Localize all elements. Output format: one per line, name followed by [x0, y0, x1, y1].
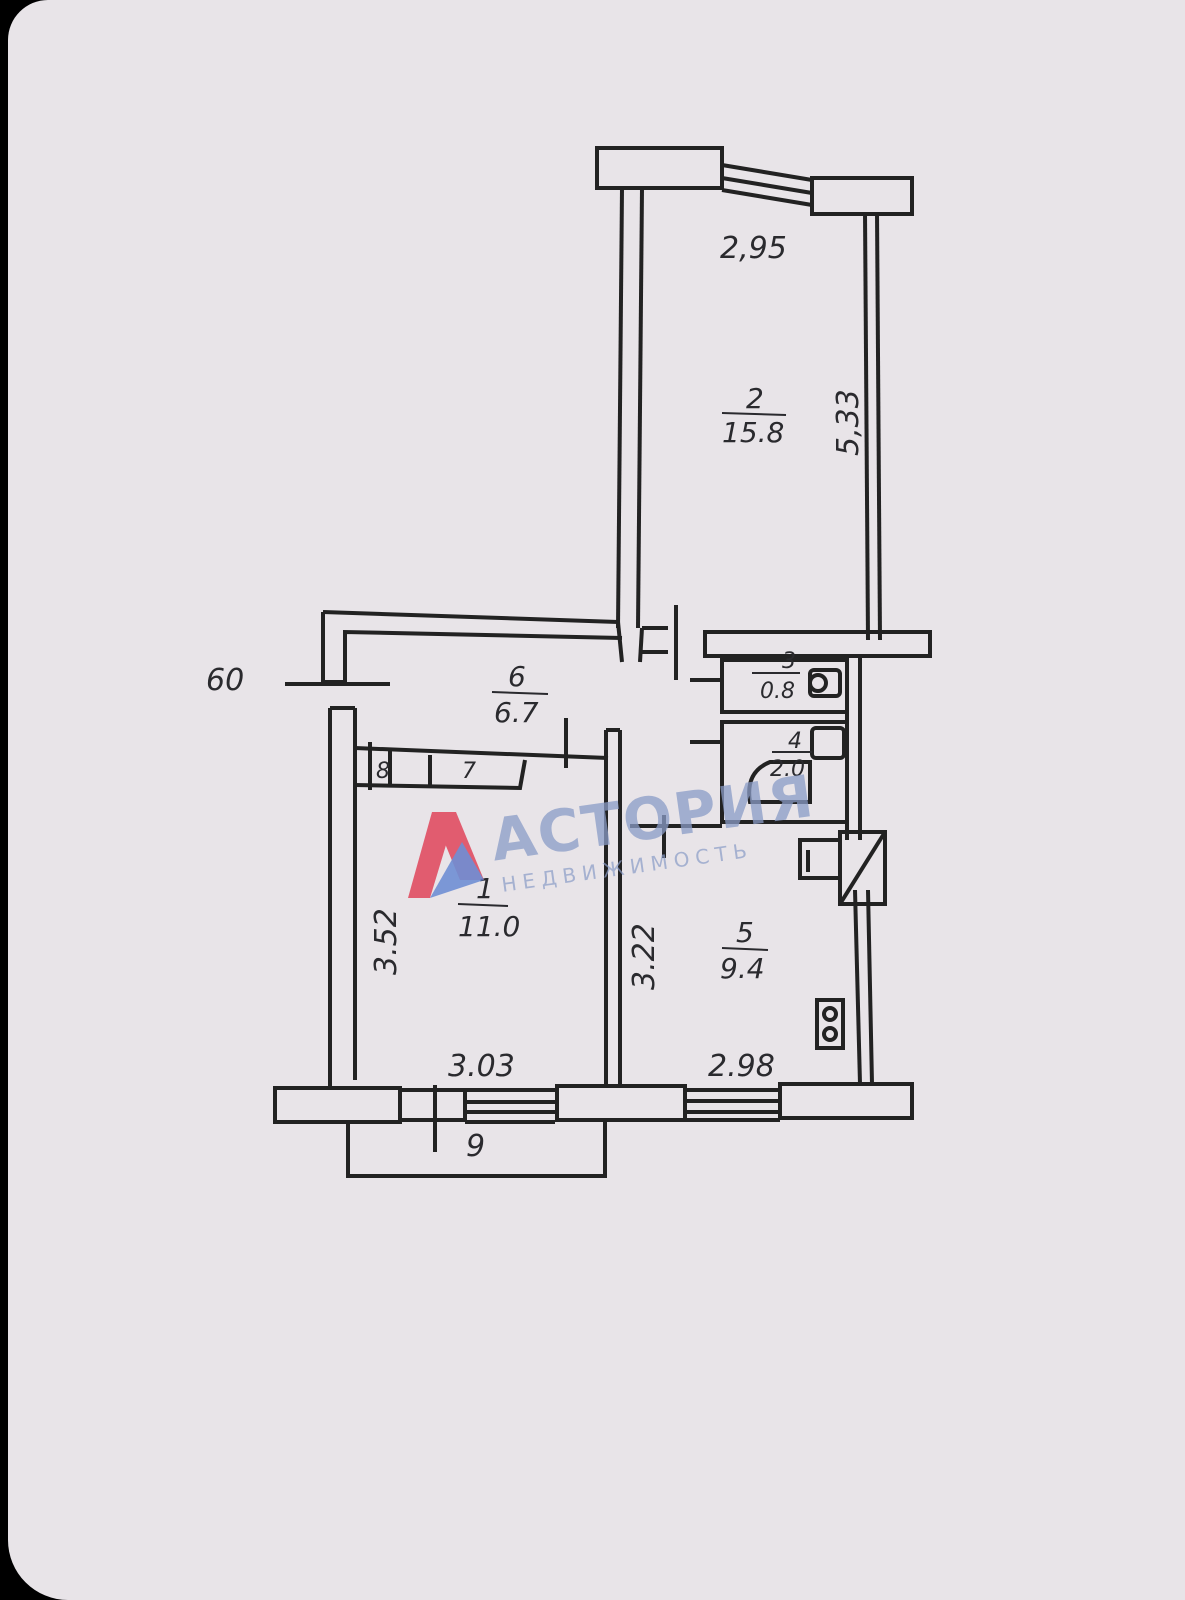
room-1-length: 3.52	[369, 908, 404, 975]
room-5-number: 5	[736, 916, 754, 949]
marker-60: 60	[206, 663, 244, 698]
room-8-number: 8	[376, 759, 390, 784]
wall-room1-room5	[604, 728, 622, 1086]
kitchen-fixtures	[798, 830, 887, 1050]
wall-top-room-2	[595, 146, 914, 216]
room-5-width: 2.98	[708, 1049, 775, 1084]
balcony-9	[346, 1120, 607, 1178]
wall-right-room-2	[863, 211, 882, 641]
room-5-area: 9.4	[720, 952, 765, 985]
room-6-area: 6.7	[494, 696, 539, 729]
door-markers	[285, 605, 722, 1152]
room-4-number: 4	[788, 729, 802, 754]
wall-bottom-outer	[273, 1082, 914, 1124]
room-2-length: 5,33	[831, 389, 866, 456]
room-2-number: 2	[746, 382, 764, 415]
room-2-area: 15.8	[722, 416, 784, 449]
room-2-width: 2,95	[720, 231, 787, 266]
room-1-area: 11.0	[458, 910, 520, 943]
balcony-9-number: 9	[466, 1129, 485, 1164]
room-5-length: 3.22	[627, 923, 662, 990]
wall-left-outer	[328, 706, 357, 1088]
room-3-area: 0.8	[760, 679, 795, 704]
bathroom-block	[630, 656, 862, 840]
wall-left-room-2	[616, 187, 644, 629]
bath-fixtures	[747, 668, 846, 804]
closets-7-8	[354, 742, 609, 791]
wall-right-room-5	[853, 889, 874, 1085]
astoria-logo-icon	[408, 812, 484, 898]
room-6-number: 6	[508, 660, 526, 693]
room-1-width: 3.03	[448, 1049, 515, 1084]
room-4-area: 2.0	[770, 757, 805, 782]
fraction-lines	[457, 412, 812, 951]
paper-sheet	[8, 0, 1185, 1600]
room-3-number: 3	[782, 649, 796, 674]
room-7-number: 7	[462, 759, 476, 784]
